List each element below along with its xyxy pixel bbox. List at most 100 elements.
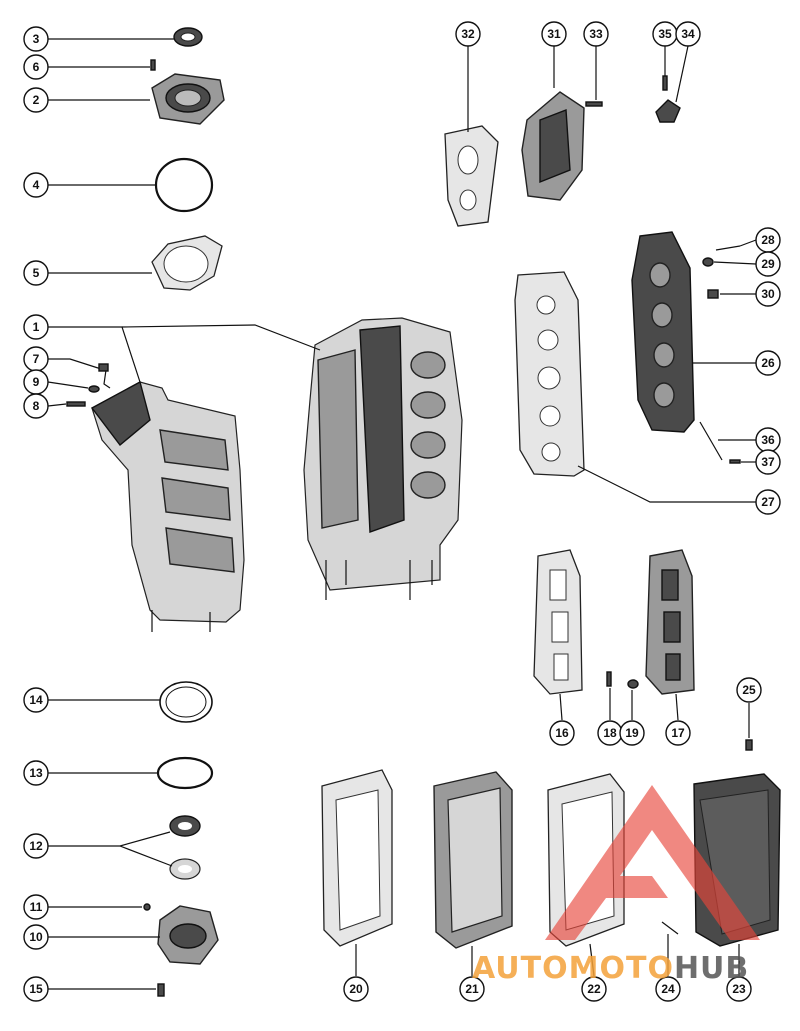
callout-29: 29 [755,251,781,277]
part-36-rod [699,421,723,461]
watermark-logo-icon [545,785,760,940]
callout-3: 3 [23,26,49,52]
callout-13: 13 [23,760,49,786]
svg-text:24: 24 [661,982,675,996]
part-32-gasket [444,125,499,227]
svg-text:23: 23 [732,982,746,996]
callout-6: 6 [23,54,49,80]
svg-text:AUTOMOTOHUB: AUTOMOTOHUB [472,951,749,986]
part-12-seal-lower [169,858,201,880]
callout-9: 9 [23,369,49,395]
svg-text:25: 25 [742,683,756,697]
callout-30: 30 [755,281,781,307]
callout-19: 19 [619,720,645,746]
callout-4: 4 [23,172,49,198]
part-20-gasket [321,769,393,947]
svg-text:17: 17 [671,726,685,740]
part-12-seal-upper [169,815,201,837]
part-4-o-ring [154,157,214,213]
part-2-end-cap [151,73,225,125]
callout-2: 2 [23,87,49,113]
svg-text:26: 26 [761,356,775,370]
watermark-brand-part1: AUTOMOTO [472,951,674,986]
part-9-washer [88,385,100,393]
svg-text:30: 30 [761,287,775,301]
svg-text:32: 32 [461,27,475,41]
svg-text:10: 10 [29,930,43,944]
part-22-gasket [547,773,625,947]
svg-text:11: 11 [30,900,43,914]
svg-text:21: 21 [465,982,479,996]
part-11-pin [143,903,151,911]
callout-24: 24 [655,976,681,1002]
part-17-reed-plate [645,549,695,695]
callout-25: 25 [736,677,762,703]
callout-18: 18 [597,720,623,746]
part-24-screw [661,921,679,935]
svg-text:37: 37 [761,455,775,469]
callout-28: 28 [755,227,781,253]
callout-26: 26 [755,350,781,376]
part-25-fitting [745,739,753,751]
callout-10: 10 [23,924,49,950]
part-1-crankcase-cover [90,380,245,632]
part-19-washer [627,679,639,689]
part-33-screw [585,101,603,107]
callout-23: 23 [726,976,752,1002]
svg-text:5: 5 [33,266,40,280]
callout-17: 17 [665,720,691,746]
callout-31: 31 [541,21,567,47]
svg-text:18: 18 [603,726,617,740]
callout-5: 5 [23,260,49,286]
part-5-gasket [151,235,223,291]
callout-8: 8 [23,393,49,419]
svg-text:19: 19 [625,726,639,740]
svg-text:27: 27 [761,495,775,509]
part-16-gasket-plate [533,549,583,695]
part-10-end-cap [157,905,219,965]
svg-text:1: 1 [33,320,40,334]
callout-14: 14 [23,687,49,713]
callout-22: 22 [581,976,607,1002]
callout-35: 35 [652,21,678,47]
part-37-screw [729,459,741,464]
part-21-exhaust-cover [433,771,513,949]
watermark: AUTOMOTOHUB [472,785,760,986]
svg-text:2: 2 [33,93,40,107]
svg-text:9: 9 [33,375,40,389]
callout-27: 27 [755,489,781,515]
part-6-screw [150,59,156,71]
part-18-screw [606,671,612,687]
callout-7: 7 [23,346,49,372]
part-7-clip [97,363,111,389]
part-3-seal [173,27,203,47]
svg-text:31: 31 [547,27,561,41]
part-26-cylinder-head [631,231,695,433]
part-15-screw [157,983,165,997]
part-29-washer [702,257,714,267]
svg-text:33: 33 [589,27,603,41]
svg-text:28: 28 [761,233,775,247]
svg-text:34: 34 [681,27,695,41]
svg-text:13: 13 [29,766,43,780]
svg-text:7: 7 [33,352,40,366]
callout-1: 1 [23,314,49,340]
callout-33: 33 [583,21,609,47]
part-8-bolt [66,401,86,407]
svg-text:20: 20 [349,982,363,996]
svg-text:36: 36 [761,433,775,447]
callout-34: 34 [675,21,701,47]
callout-32: 32 [455,21,481,47]
part-34-fitting [655,99,681,123]
svg-text:15: 15 [29,982,43,996]
svg-text:8: 8 [33,399,40,413]
svg-text:35: 35 [658,27,672,41]
svg-text:14: 14 [29,693,43,707]
svg-text:29: 29 [761,257,775,271]
svg-text:22: 22 [587,982,601,996]
svg-text:12: 12 [29,839,43,853]
part-1-cylinder-block [303,317,463,600]
callout-36: 36 [755,427,781,453]
callout-11: 11 [23,894,49,920]
